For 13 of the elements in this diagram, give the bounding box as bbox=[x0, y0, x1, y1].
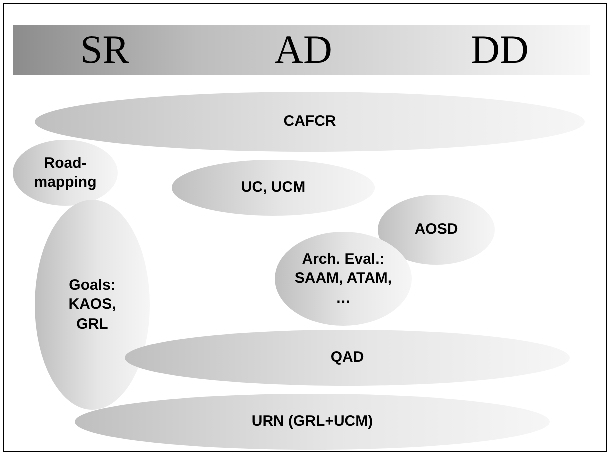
phase-label: AD bbox=[274, 30, 332, 70]
method-label: Road-mapping bbox=[33, 154, 98, 192]
method-label: URN (GRL+UCM) bbox=[252, 412, 374, 432]
phase-band bbox=[410, 25, 590, 75]
phase-label: DD bbox=[471, 30, 529, 70]
method-label: Arch. Eval.: SAAM, ATAM, … bbox=[294, 250, 394, 308]
method-label: AOSD bbox=[414, 220, 458, 240]
method-label: UC, UCM bbox=[241, 178, 306, 198]
method-label: CAFCR bbox=[284, 112, 336, 132]
method-label: QAD bbox=[330, 348, 364, 368]
phase-band bbox=[13, 25, 197, 75]
method-label: Goals: KAOS, GRL bbox=[68, 276, 118, 334]
phase-label: SR bbox=[80, 30, 130, 70]
